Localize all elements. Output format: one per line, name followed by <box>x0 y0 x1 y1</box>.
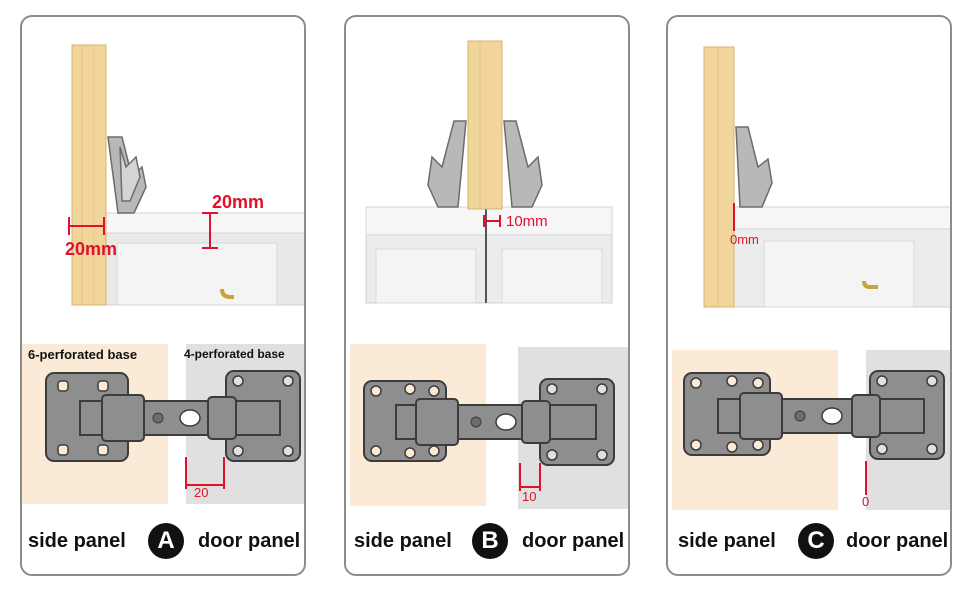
hinge-top-view-a <box>45 370 301 462</box>
panel-a: 20mm 20mm 6-perforated base 4-perforated… <box>20 15 306 576</box>
measure-marker-b <box>519 463 541 491</box>
top-measure-label: 10mm <box>506 213 548 230</box>
base-label-right: 4-perforated base <box>184 347 285 361</box>
measure-marker-c <box>865 461 867 495</box>
hinge-top-view-c <box>683 370 945 460</box>
top-measure-label: 0mm <box>730 232 759 247</box>
bottom-measure-label: 0 <box>862 494 870 509</box>
base-label-left: 6-perforated base <box>28 347 138 362</box>
measure-horizontal-label: 20mm <box>65 239 118 259</box>
door-panel-label: door panel <box>846 530 949 552</box>
overlay-illustration-a <box>22 17 304 337</box>
door-panel-label: door panel <box>522 530 625 552</box>
badge-a: A <box>148 523 184 559</box>
hinge-top-view-b <box>363 378 615 466</box>
measure-vertical-label: 20mm <box>212 192 265 212</box>
side-panel-label: side panel <box>354 530 452 552</box>
panel-b: 10mm 10 side panel B door panel <box>344 15 630 576</box>
side-panel-label: side panel <box>678 530 776 552</box>
badge-b: B <box>472 523 508 559</box>
measure-marker-a <box>185 457 225 489</box>
bottom-measure-label: 10 <box>522 489 537 504</box>
badge-c: C <box>798 523 834 559</box>
door-panel-label: door panel <box>198 530 301 552</box>
bottom-measure-label: 20 <box>194 485 209 500</box>
side-panel-label: side panel <box>28 530 126 552</box>
panel-c: 0mm 0 side panel C door panel <box>666 15 952 576</box>
overlay-illustration-c <box>668 17 950 337</box>
overlay-illustration-b <box>346 17 628 337</box>
